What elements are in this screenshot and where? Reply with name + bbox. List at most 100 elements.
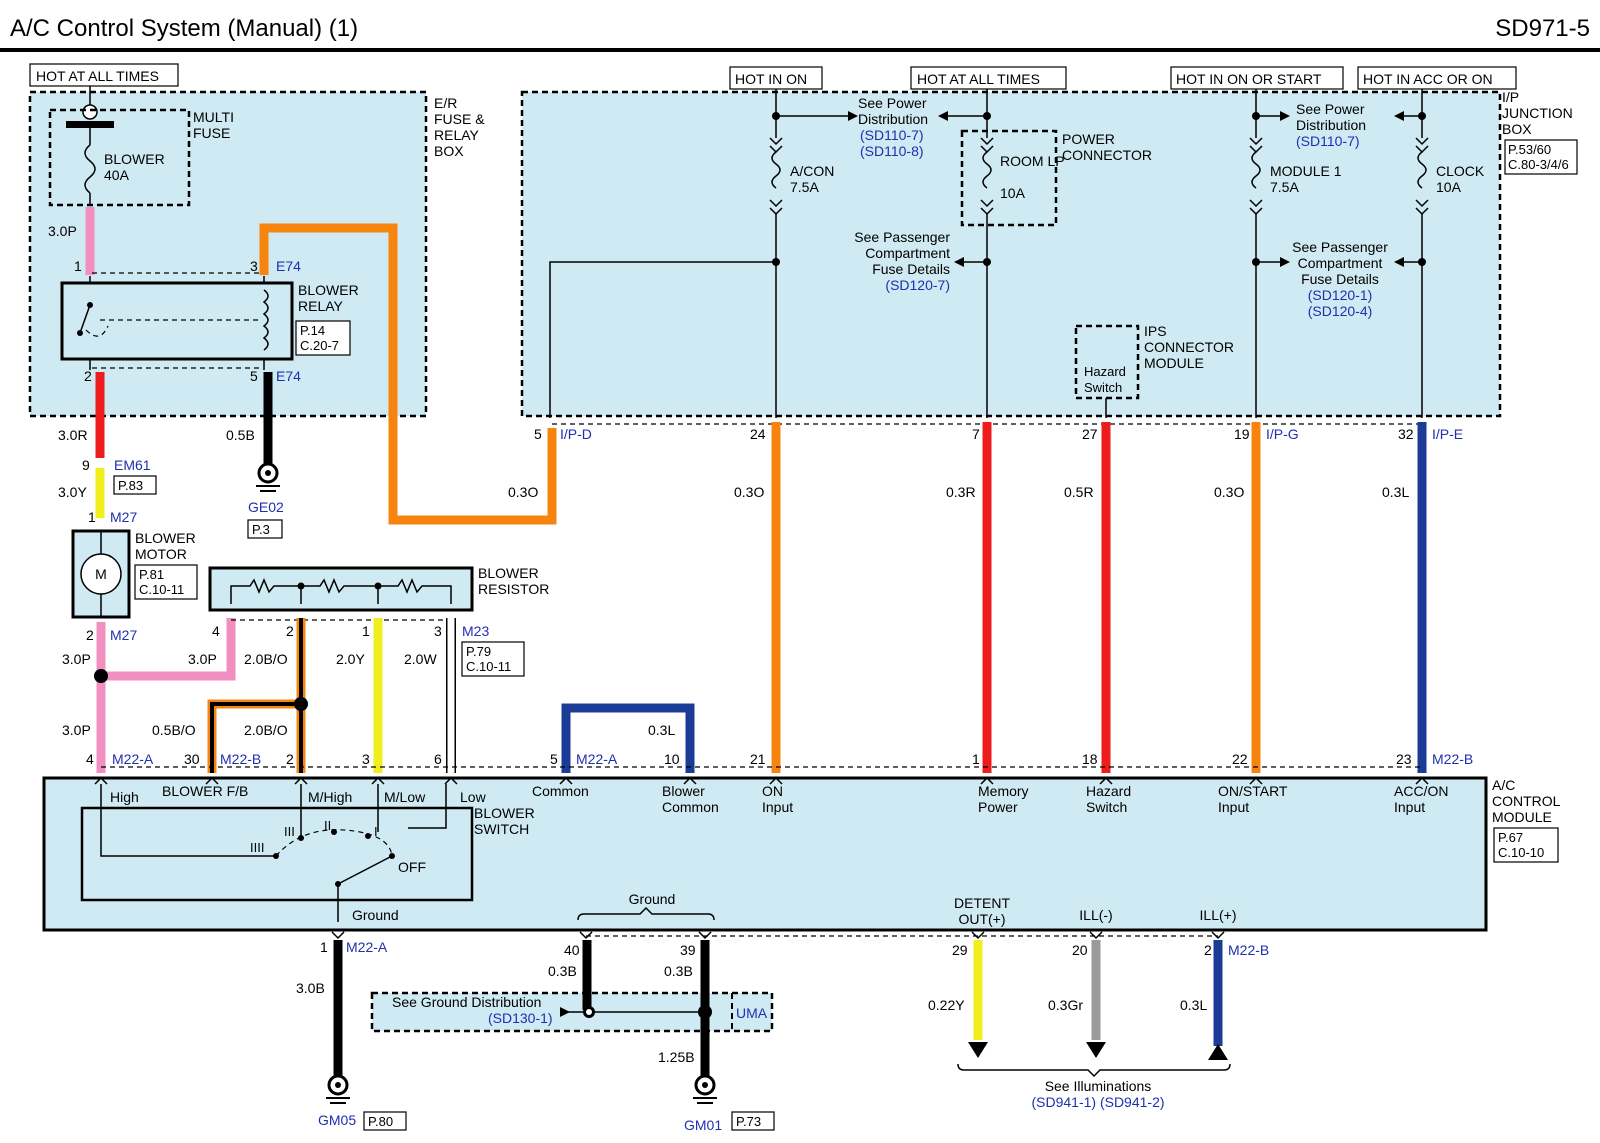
pin-label: 1 (320, 939, 328, 955)
pin-label: 5 (550, 751, 558, 767)
blower-motor-label: BLOWER MOTOR (135, 530, 196, 562)
wire-label: 3.0B (296, 980, 325, 996)
power-label: HOT AT ALL TIMES (917, 71, 1040, 87)
ground-gm01-icon (693, 1074, 717, 1104)
arrow-down-icon (968, 1042, 988, 1058)
wire-label: 0.3Gr (1048, 997, 1083, 1013)
ground-label-acm: Ground (352, 907, 399, 923)
svg-text:BOX: BOX (1502, 121, 1532, 137)
ground-ge02-icon (256, 462, 280, 492)
arrow-up-icon (1208, 1044, 1228, 1060)
uma-label: UMA (736, 1005, 768, 1021)
switch-mhigh-label: M/High (308, 789, 352, 805)
connector-label: M22-A (112, 751, 154, 767)
blower-fb-label: BLOWER F/B (162, 783, 248, 799)
pin-label: 1 (74, 258, 82, 274)
wire-label: 2.0W (404, 651, 437, 667)
svg-text:C.10-10: C.10-10 (1498, 845, 1544, 860)
svg-text:P.14: P.14 (300, 323, 325, 338)
pin-label: 2 (286, 623, 294, 639)
svg-text:(SD120-4): (SD120-4) (1308, 303, 1373, 319)
wire-label: 3.0P (48, 223, 77, 239)
pin-label: 2 (1204, 942, 1212, 958)
svg-text:A/C: A/C (1492, 777, 1515, 793)
svg-text:CONTROL: CONTROL (1492, 793, 1561, 809)
wire-pink-3.0p-resistor (101, 618, 236, 681)
svg-text:MODULE: MODULE (1492, 809, 1552, 825)
memory-power-label: Memory Power (978, 783, 1029, 815)
svg-text:C.10-11: C.10-11 (466, 659, 511, 674)
pin-label: 19 (1234, 426, 1250, 442)
ac-control-module (42, 776, 1488, 932)
connector-label: I/P-D (560, 426, 592, 442)
wire-label: 2.0B/O (244, 722, 288, 738)
svg-text:BLOWER: BLOWER (474, 805, 535, 821)
wire-label: 0.5B (226, 427, 255, 443)
svg-text:CONNECTOR: CONNECTOR (1062, 147, 1152, 163)
fuse-label: A/CON 7.5A (790, 163, 834, 195)
power-connector-block (960, 129, 1058, 227)
ground-label: GM01 (684, 1117, 722, 1133)
connector-label: E74 (276, 258, 301, 274)
pin-label: 2 (84, 368, 92, 384)
svg-text:(SD941-1) (SD941-2): (SD941-1) (SD941-2) (1031, 1094, 1164, 1110)
arrow-down-icon (1086, 1042, 1106, 1058)
svg-text:Input: Input (1218, 799, 1249, 815)
blower-switch-label: BLOWER SWITCH (474, 805, 535, 837)
wire-label: 0.5R (1064, 484, 1094, 500)
pin-label: 18 (1082, 751, 1098, 767)
svg-text:DETENT: DETENT (954, 895, 1010, 911)
svg-text:BOX: BOX (434, 143, 464, 159)
pin-label: 10 (664, 751, 680, 767)
svg-text:A/CON: A/CON (790, 163, 834, 179)
svg-text:10A: 10A (1436, 179, 1462, 195)
svg-text:MULTI: MULTI (193, 109, 234, 125)
wire-label: 3.0P (62, 722, 91, 738)
connector-label: M22-B (1432, 751, 1473, 767)
svg-text:POWER: POWER (1062, 131, 1115, 147)
svg-text:MODULE 1: MODULE 1 (1270, 163, 1342, 179)
wire-label: 2.0Y (336, 651, 365, 667)
pin-label: 3 (434, 623, 442, 639)
switch-off-label: OFF (398, 859, 426, 875)
blower-switch (80, 806, 474, 902)
fuse-line-acon (769, 89, 783, 418)
svg-text:C.80-3/4/6: C.80-3/4/6 (1508, 157, 1569, 172)
accon-input-label: ACC/ON Input (1394, 783, 1448, 815)
motor-ref: P.81 C.10-11 (139, 567, 184, 597)
pin-arrow-icons (94, 776, 1429, 785)
connector-label: I/P-G (1266, 426, 1299, 442)
svg-text:C.10-11: C.10-11 (139, 582, 184, 597)
wire-orange-0.3o-top (259, 223, 557, 525)
svg-text:See Passenger: See Passenger (1292, 239, 1388, 255)
hazard-switch-acm-label: Hazard Switch (1086, 783, 1131, 815)
blower-resistor-label: BLOWER RESISTOR (478, 565, 549, 597)
wire-label: 2.0B/O (244, 651, 288, 667)
position-iii: III (284, 824, 295, 839)
pin-label: 4 (86, 751, 94, 767)
fuse-line-clock (1394, 89, 1429, 418)
svg-text:MODULE: MODULE (1144, 355, 1204, 371)
svg-text:See Passenger: See Passenger (854, 229, 950, 245)
arrow-icon (560, 1007, 570, 1017)
connector-label: M22-A (576, 751, 618, 767)
wire-label: 0.3B (664, 963, 693, 979)
see-illuminations: See Illuminations (SD941-1) (SD941-2) (1031, 1078, 1164, 1110)
pin-label: 21 (750, 751, 766, 767)
svg-text:FUSE: FUSE (193, 125, 230, 141)
busbar-icon (66, 121, 114, 128)
ips-connector-module (1074, 324, 1140, 400)
pin-label: 23 (1396, 751, 1412, 767)
pin-label: 1 (362, 623, 370, 639)
svg-text:See Power: See Power (858, 95, 927, 111)
svg-text:BLOWER: BLOWER (478, 565, 539, 581)
blower-fuse-icon (84, 144, 96, 194)
connector-label: E74 (276, 368, 301, 384)
position-iiii: IIII (250, 840, 264, 855)
svg-text:IPS: IPS (1144, 323, 1167, 339)
svg-text:CONNECTOR: CONNECTOR (1144, 339, 1234, 355)
ground2-label: Ground (577, 891, 715, 921)
fuse-label: ROOM LP 10A (1000, 153, 1065, 201)
pin-label: 30 (184, 751, 200, 767)
svg-text:(SD110-7): (SD110-7) (1296, 133, 1360, 149)
